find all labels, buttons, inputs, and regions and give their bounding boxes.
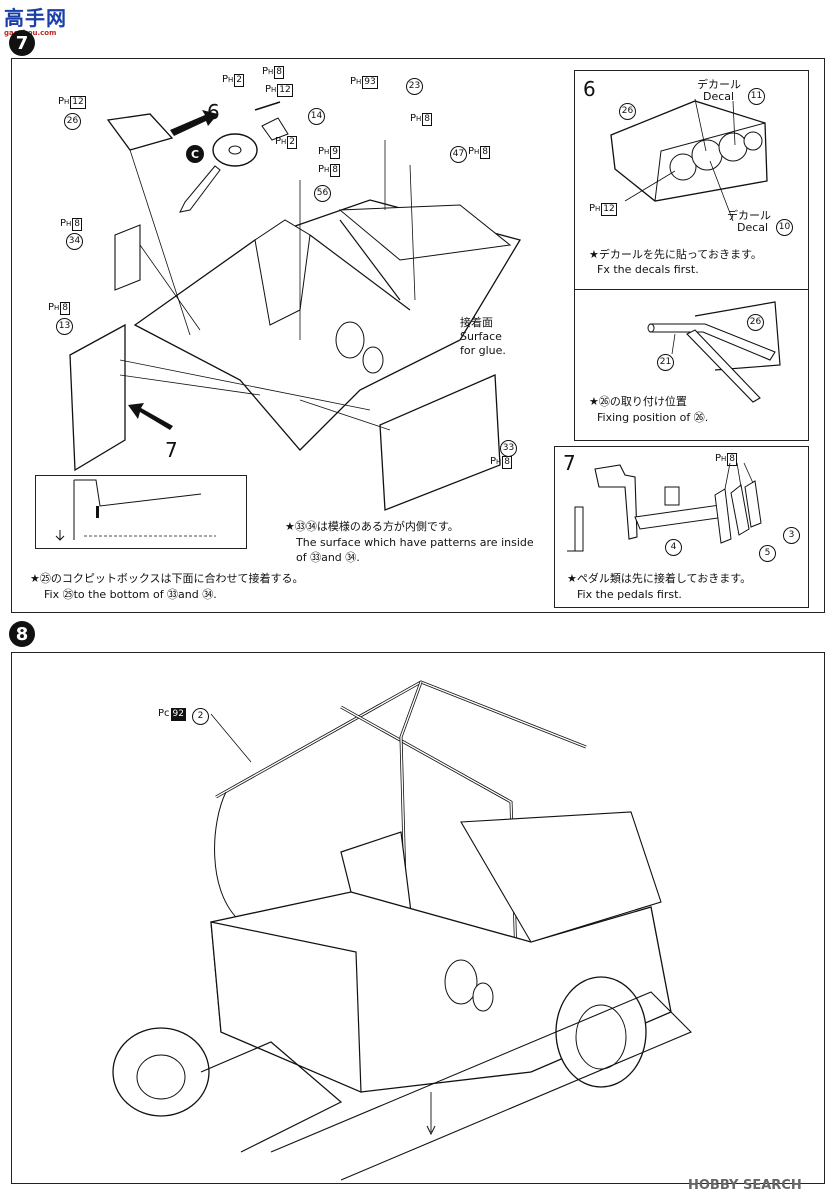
cockpit-bottom-detail-frame	[35, 475, 247, 549]
part-number-26: 26	[619, 103, 636, 120]
decal-number-11: 11	[748, 88, 765, 105]
fix-part-21: 21	[657, 354, 674, 371]
note-33-34-en-1: The surface which have patterns are insi…	[296, 536, 534, 549]
glue-label-en-1: Surface	[460, 330, 502, 343]
substep-6-number: 6	[583, 77, 596, 101]
part-13: 13	[56, 318, 73, 335]
pedal-note-en: Fix the pedals first.	[577, 588, 682, 601]
instrument-panel-drawing	[610, 98, 768, 222]
fixing-position-frame: 26 21 ★㉖の取り付け位置 Fixing position of ㉖.	[574, 289, 809, 441]
decal-label-bottom-jp: デカール	[727, 209, 771, 222]
glue-label-jp: 接着面	[460, 316, 493, 329]
step-7-chassis-drawing	[69, 101, 522, 511]
part-14: 14	[308, 108, 325, 125]
substep-7-number: 7	[563, 451, 576, 475]
arrow-7-label: 7	[165, 438, 178, 462]
decal-number-10: 10	[776, 219, 793, 236]
decal-label-top-jp: デカール	[697, 78, 741, 91]
part-33: 33	[500, 440, 517, 457]
part-26-hood: 26	[64, 113, 81, 130]
pedal-note-jp: ★ペダル類は先に接着しておきます。	[567, 572, 752, 585]
fixing-note-jp: ★㉖の取り付け位置	[589, 395, 687, 408]
note-25-jp: ★㉕のコクピットボックスは下面に合わせて接着する。	[30, 572, 304, 585]
step-8-badge: 8	[9, 621, 35, 647]
substep-6-note-en: Fx the decals first.	[597, 263, 699, 276]
note-33-34-en-2: of ㉝and ㉞.	[296, 551, 360, 564]
part-34: 34	[66, 233, 83, 250]
fixing-note-en: Fixing position of ㉖.	[597, 411, 709, 424]
glue-label-en-2: for glue.	[460, 344, 506, 357]
step-8-code: 92	[170, 708, 186, 721]
hobby-search-watermark: HOBBY SEARCH	[688, 1178, 802, 1193]
fix-part-26: 26	[747, 314, 764, 331]
pedal-part-4: 4	[665, 539, 682, 556]
pedal-part-3: 3	[783, 527, 800, 544]
part-56: 56	[314, 185, 331, 202]
step-8-code-prefix: Pc	[158, 708, 170, 719]
note-33-34-jp: ★㉝㉞は模様のある方が内側です。	[285, 520, 459, 533]
watermark-bottom-text: HOBBY SEARCH	[688, 1178, 802, 1193]
part-47: 47	[450, 146, 467, 163]
pedal-part-5: 5	[759, 545, 776, 562]
cockpit-bottom-detail-drawing	[55, 479, 216, 541]
note-25-en: Fix ㉕to the bottom of ㉝and ㉞.	[44, 588, 217, 601]
arrow-6-label: 6	[207, 100, 220, 124]
part-23: 23	[406, 78, 423, 95]
step-8-part-2: 2	[192, 708, 209, 725]
pedal-box-drawing	[567, 462, 762, 552]
step-8-car-assembly-drawing	[112, 680, 692, 1181]
substep-6-note-jp: ★デカールを先に貼っておきます。	[589, 248, 762, 261]
part-c-marker: C	[186, 145, 204, 163]
decal-label-bottom-en: Decal	[737, 221, 769, 234]
step-7-badge: 7	[9, 30, 35, 56]
decal-label-top-en: Decal	[703, 90, 735, 103]
watermark-title: 高手网	[4, 6, 67, 30]
